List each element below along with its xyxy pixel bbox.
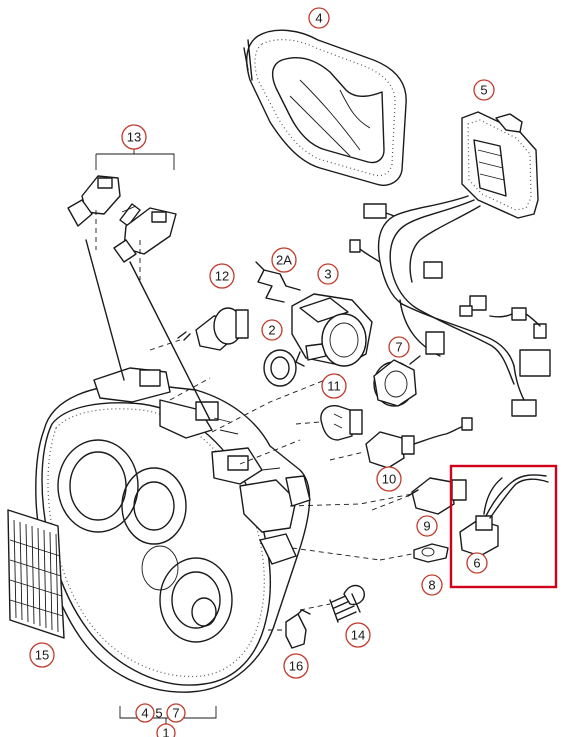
callout-15: 15	[29, 642, 55, 668]
bulb-part-9	[371, 477, 467, 515]
svg-text:8: 8	[428, 578, 435, 593]
callout-7-right: 7	[388, 336, 410, 358]
callout-8: 8	[421, 574, 443, 596]
callout-10: 10	[376, 466, 402, 492]
callout-7-bottom: 7	[166, 703, 186, 723]
svg-text:16: 16	[289, 659, 303, 674]
bulb-part-11	[295, 405, 363, 441]
callout-12: 12	[209, 263, 235, 289]
callout-5-bottom: 5	[155, 706, 162, 721]
clip-part-8	[379, 543, 449, 563]
ring-part-2	[263, 349, 297, 387]
spring-clip-part-2a	[255, 261, 301, 303]
callout-2a: 2A	[271, 247, 297, 273]
svg-text:5: 5	[155, 706, 162, 721]
adjustment-motor-part-3	[291, 293, 373, 367]
lens-part-15	[7, 509, 65, 639]
mounting-bracket-part-13	[67, 148, 177, 280]
callout-4-bottom: 4	[135, 703, 155, 723]
svg-text:13: 13	[127, 130, 141, 145]
svg-text:6: 6	[473, 556, 480, 571]
svg-text:2A: 2A	[276, 253, 292, 268]
svg-text:11: 11	[327, 379, 341, 394]
clip-part-16	[268, 609, 311, 649]
svg-text:10: 10	[382, 472, 396, 487]
svg-text:3: 3	[324, 267, 331, 282]
bulb-part-12	[149, 307, 249, 351]
svg-text:9: 9	[423, 519, 430, 534]
headlight-housing	[35, 239, 413, 693]
svg-text:2: 2	[268, 323, 275, 338]
svg-text:15: 15	[35, 648, 49, 663]
callout-13: 13	[121, 124, 147, 150]
svg-text:1: 1	[162, 726, 169, 737]
callout-2: 2	[261, 319, 283, 341]
svg-text:4: 4	[141, 706, 148, 721]
callout-6: 6	[466, 552, 488, 574]
bulb-holder-part-7	[373, 355, 421, 407]
callout-16: 16	[283, 653, 309, 679]
callout-1: 1	[156, 723, 176, 737]
wiring-harness-part-5	[349, 111, 551, 417]
svg-text:14: 14	[351, 628, 365, 643]
selection-highlight-box	[449, 464, 558, 589]
wire-connector-part-6	[459, 474, 549, 557]
callout-5-top: 5	[473, 79, 495, 101]
callout-9: 9	[416, 515, 438, 537]
callout-4-top: 4	[308, 7, 330, 29]
svg-text:7: 7	[395, 340, 402, 355]
bulb-with-lead-part-10	[329, 417, 473, 469]
svg-text:12: 12	[215, 269, 229, 284]
callout-11: 11	[321, 373, 347, 399]
screw-part-14	[299, 584, 365, 623]
callout-3: 3	[317, 263, 339, 285]
svg-text:7: 7	[172, 706, 179, 721]
gasket-part-4	[243, 29, 407, 186]
svg-text:4: 4	[315, 11, 322, 26]
svg-text:5: 5	[480, 83, 487, 98]
callout-14: 14	[345, 622, 371, 648]
